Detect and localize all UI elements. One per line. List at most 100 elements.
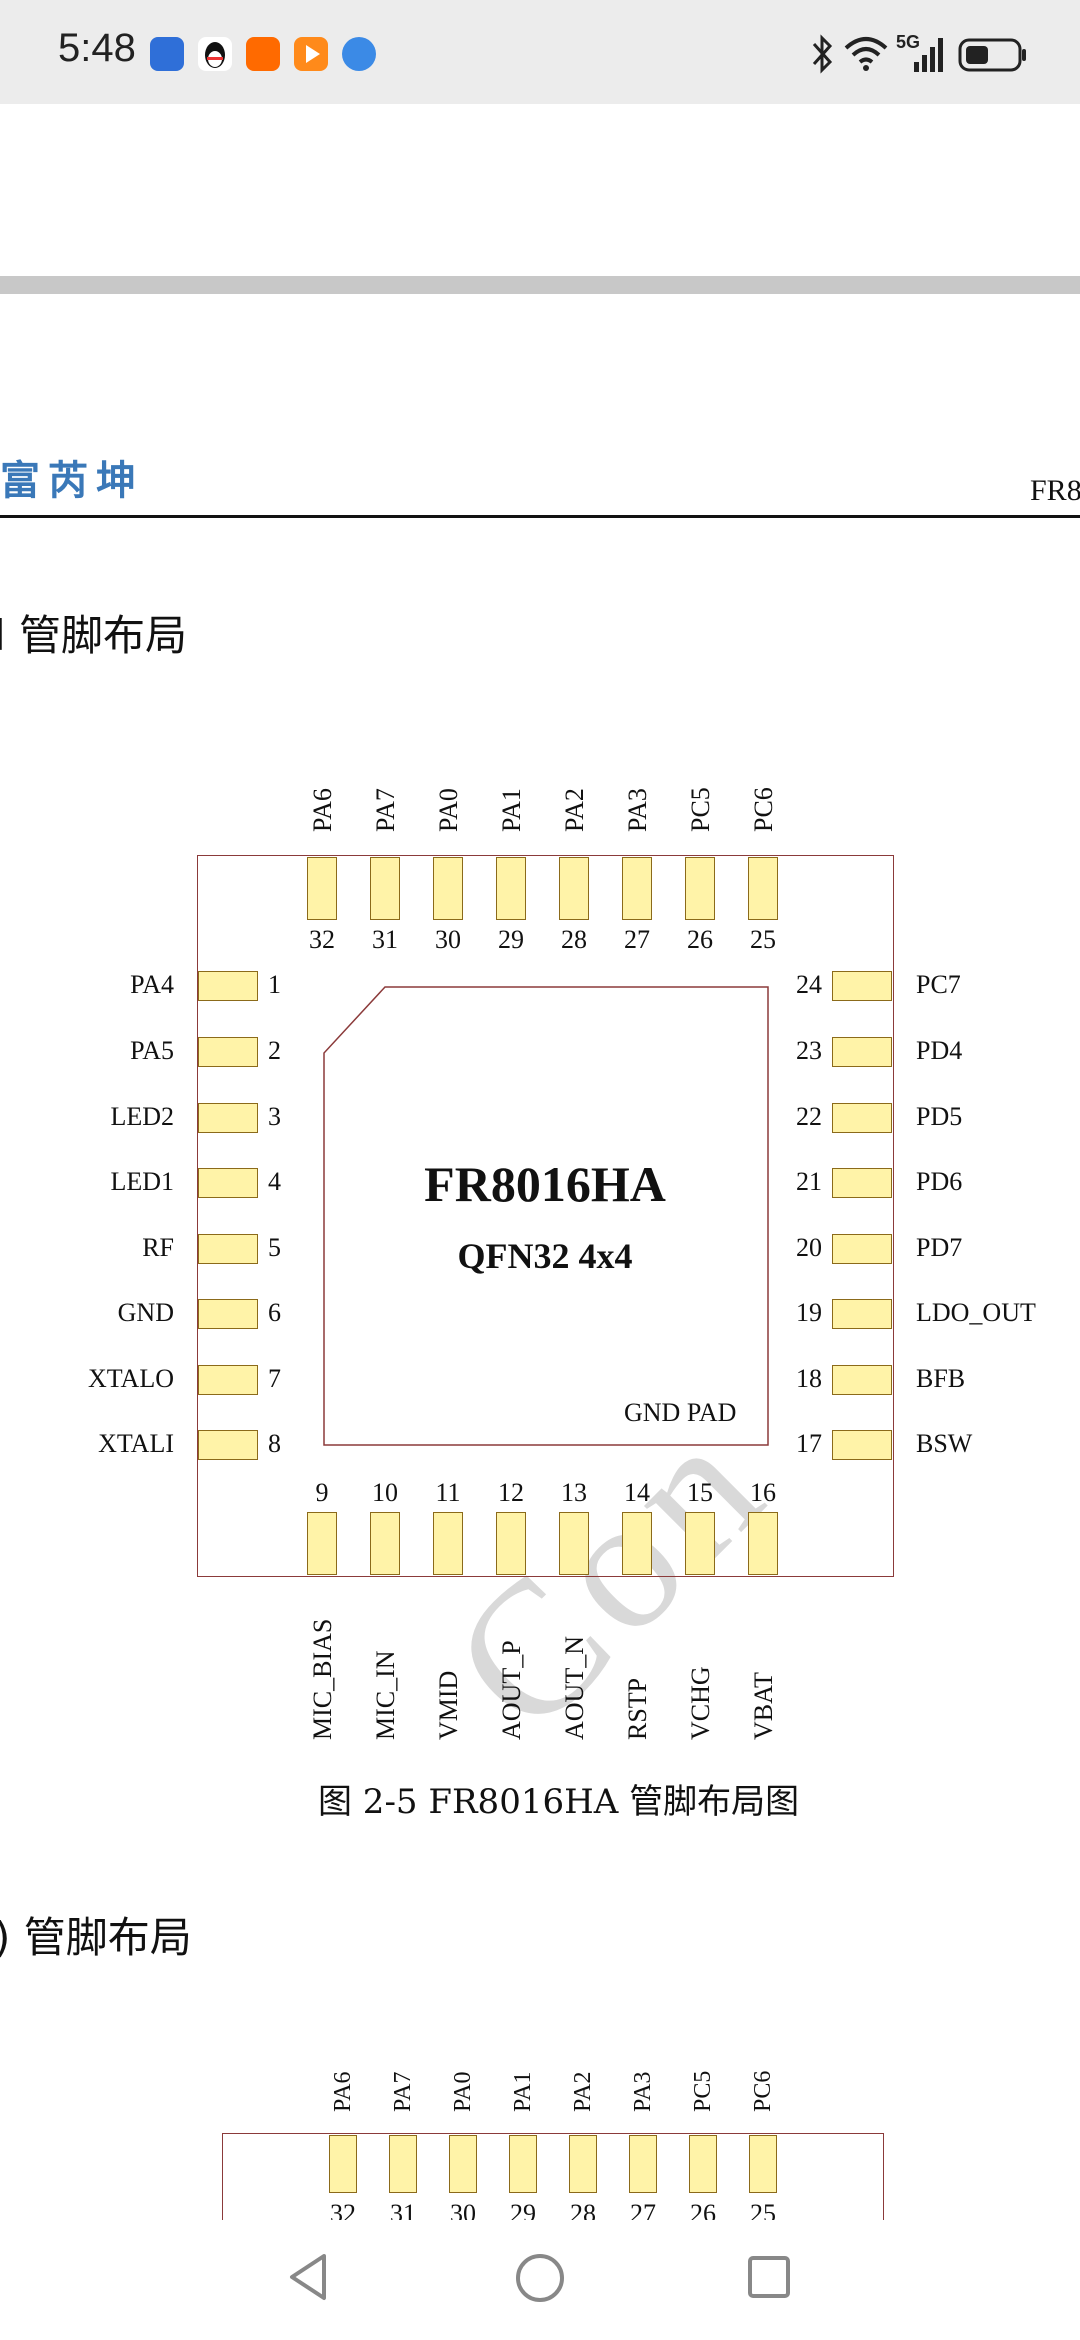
pad-top [307,857,337,920]
pin-label: PA4 [130,970,174,999]
pad-right [832,1168,892,1198]
pin-number: 26 [687,925,713,954]
back-icon[interactable] [286,2252,330,2302]
browser-icon [342,37,376,71]
pin-label: VCHG [686,1666,715,1740]
pin-number: 5 [268,1233,281,1262]
signal-5g-icon [914,38,943,72]
section-title-2: ) 管脚布局 [0,1904,192,1965]
pin-number: 9 [315,1478,329,1507]
pin-number: 10 [372,1478,398,1507]
signal-5g-label: 5G [896,32,921,52]
pin-label: PC6 [749,787,778,832]
pin-label: AOUT_N [560,1636,589,1740]
system-icons: 5G [810,32,1040,76]
pin-label: XTALI [98,1429,174,1458]
pad-top [509,2135,537,2193]
pin-label: LED1 [110,1167,174,1196]
gnd-pad-label: GND PAD [624,1398,737,1427]
pin-label: MIC_IN [371,1650,400,1740]
pin-number: 3 [268,1102,281,1131]
pin-label: PA3 [630,2071,656,2112]
navigation-bar [0,2220,1080,2340]
pad-top [433,857,463,920]
pin-label: VMID [434,1670,463,1740]
recents-icon[interactable] [746,2254,792,2300]
pad-bottom [370,1512,400,1575]
pad-top [370,857,400,920]
pad-left [198,1430,258,1460]
pad-right [832,1234,892,1264]
pin-number: 27 [624,925,650,954]
pin-number: 4 [268,1167,281,1196]
pin-label: BSW [916,1429,973,1458]
pad-bottom [307,1512,337,1575]
pin-label: PA0 [434,788,463,832]
pin-label: LDO_OUT [916,1298,1036,1327]
qq-icon [198,37,232,71]
pin-number: 13 [561,1478,587,1507]
pad-left [198,1168,258,1198]
pad-right [832,1103,892,1133]
video-play-icon [294,37,328,71]
pin-number: 8 [268,1429,281,1458]
pin-label: PD6 [916,1167,963,1196]
pin-number: 19 [796,1298,822,1327]
pin-label: GND [117,1298,174,1327]
pad-top [629,2135,657,2193]
pin-number: 16 [750,1478,776,1507]
pad-right [832,1365,892,1395]
pin-label: PD7 [916,1233,963,1262]
pin-label: PA3 [623,788,652,832]
pad-left [198,1037,258,1067]
pin-label: PA1 [497,788,526,832]
bluetooth-icon [812,34,833,74]
page-divider [0,276,1080,294]
section-title-1: l 管脚布局 [0,602,187,663]
pad-top [685,857,715,920]
pin-number: 12 [498,1478,524,1507]
home-icon[interactable] [514,2252,566,2304]
pin-label: PA0 [450,2071,476,2112]
pin-label: PA6 [330,2071,356,2112]
pad-top [749,2135,777,2193]
pad-left [198,1299,258,1329]
die-outline [323,986,769,1446]
pin-label: PA7 [390,2071,416,2112]
pin-number: 32 [309,925,335,954]
pin-number: 11 [435,1478,461,1507]
pad-top [449,2135,477,2193]
section-number-fragment: l [0,611,19,660]
pin-label: MIC_BIAS [308,1618,337,1740]
pin-label: VBAT [749,1672,778,1740]
pin-number: 18 [796,1364,822,1393]
pad-right [832,1430,892,1460]
pin-label: PD5 [916,1102,963,1131]
pin-number: 25 [750,925,776,954]
pin-label: PA7 [371,788,400,832]
package-outline-2 [222,2133,884,2220]
figure-caption: 图 2-5 FR8016HA 管脚布局图 [318,1782,800,1822]
pad-right [832,971,892,1001]
pin-number: 7 [268,1364,281,1393]
pad-right [832,1037,892,1067]
pad-right [832,1299,892,1329]
status-bar: 5:48 5G [0,0,1080,104]
pad-bottom [622,1512,652,1575]
pin-number: 22 [796,1102,822,1131]
pad-top [689,2135,717,2193]
pad-top [329,2135,357,2193]
pad-left [198,1103,258,1133]
pad-bottom [748,1512,778,1575]
pad-left [198,971,258,1001]
company-logo: 富芮坤 [0,458,144,504]
pin-label: PA5 [130,1036,174,1065]
section-number-fragment: ) [0,1913,24,1962]
pin-label: PD4 [916,1036,963,1065]
header-rule [0,515,1080,518]
pin-number: 17 [796,1429,822,1458]
pin-label: PC6 [750,2070,776,2112]
pad-bottom [559,1512,589,1575]
pin-label: RSTP [623,1677,652,1740]
chip-package: QFN32 4x4 [457,1236,633,1276]
